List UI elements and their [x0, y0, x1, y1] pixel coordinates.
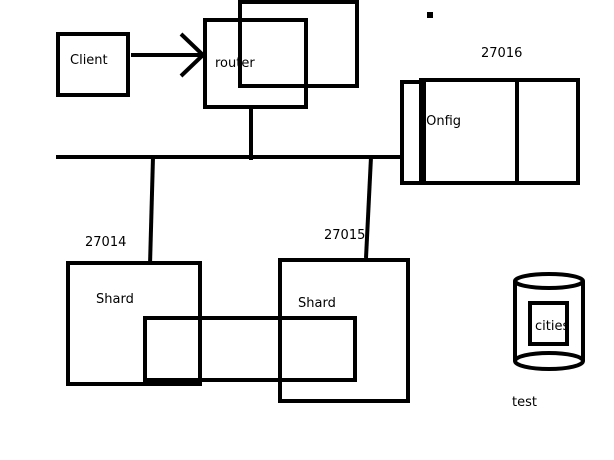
shard-b-box — [278, 258, 410, 403]
config-label: cOnfig — [419, 114, 462, 129]
edge-client-router — [131, 32, 206, 78]
config-port-label: 27016 — [481, 46, 523, 61]
shard-a-label: Shard — [96, 292, 134, 307]
router-label: router — [215, 56, 255, 71]
edge-bus-shard-b — [364, 156, 373, 259]
db-name-label: test — [512, 395, 537, 410]
router-box-overlay — [238, 0, 359, 88]
router-box — [203, 18, 308, 109]
database-cylinder — [513, 272, 585, 371]
shard-b-port-label: 27015 — [324, 228, 366, 243]
config-box-outer — [400, 80, 426, 185]
chunk-box — [143, 316, 357, 382]
client-label: Client — [70, 53, 108, 68]
shard-a-box — [66, 261, 202, 386]
shard-a-port-label: 27014 — [85, 235, 127, 250]
edge-bus-shard-a — [148, 156, 155, 266]
client-box — [56, 32, 130, 97]
shard-b-label: Shard — [298, 296, 336, 311]
config-box — [419, 78, 580, 185]
stray-dot — [427, 12, 433, 18]
db-collection-label: cities — [535, 319, 570, 334]
